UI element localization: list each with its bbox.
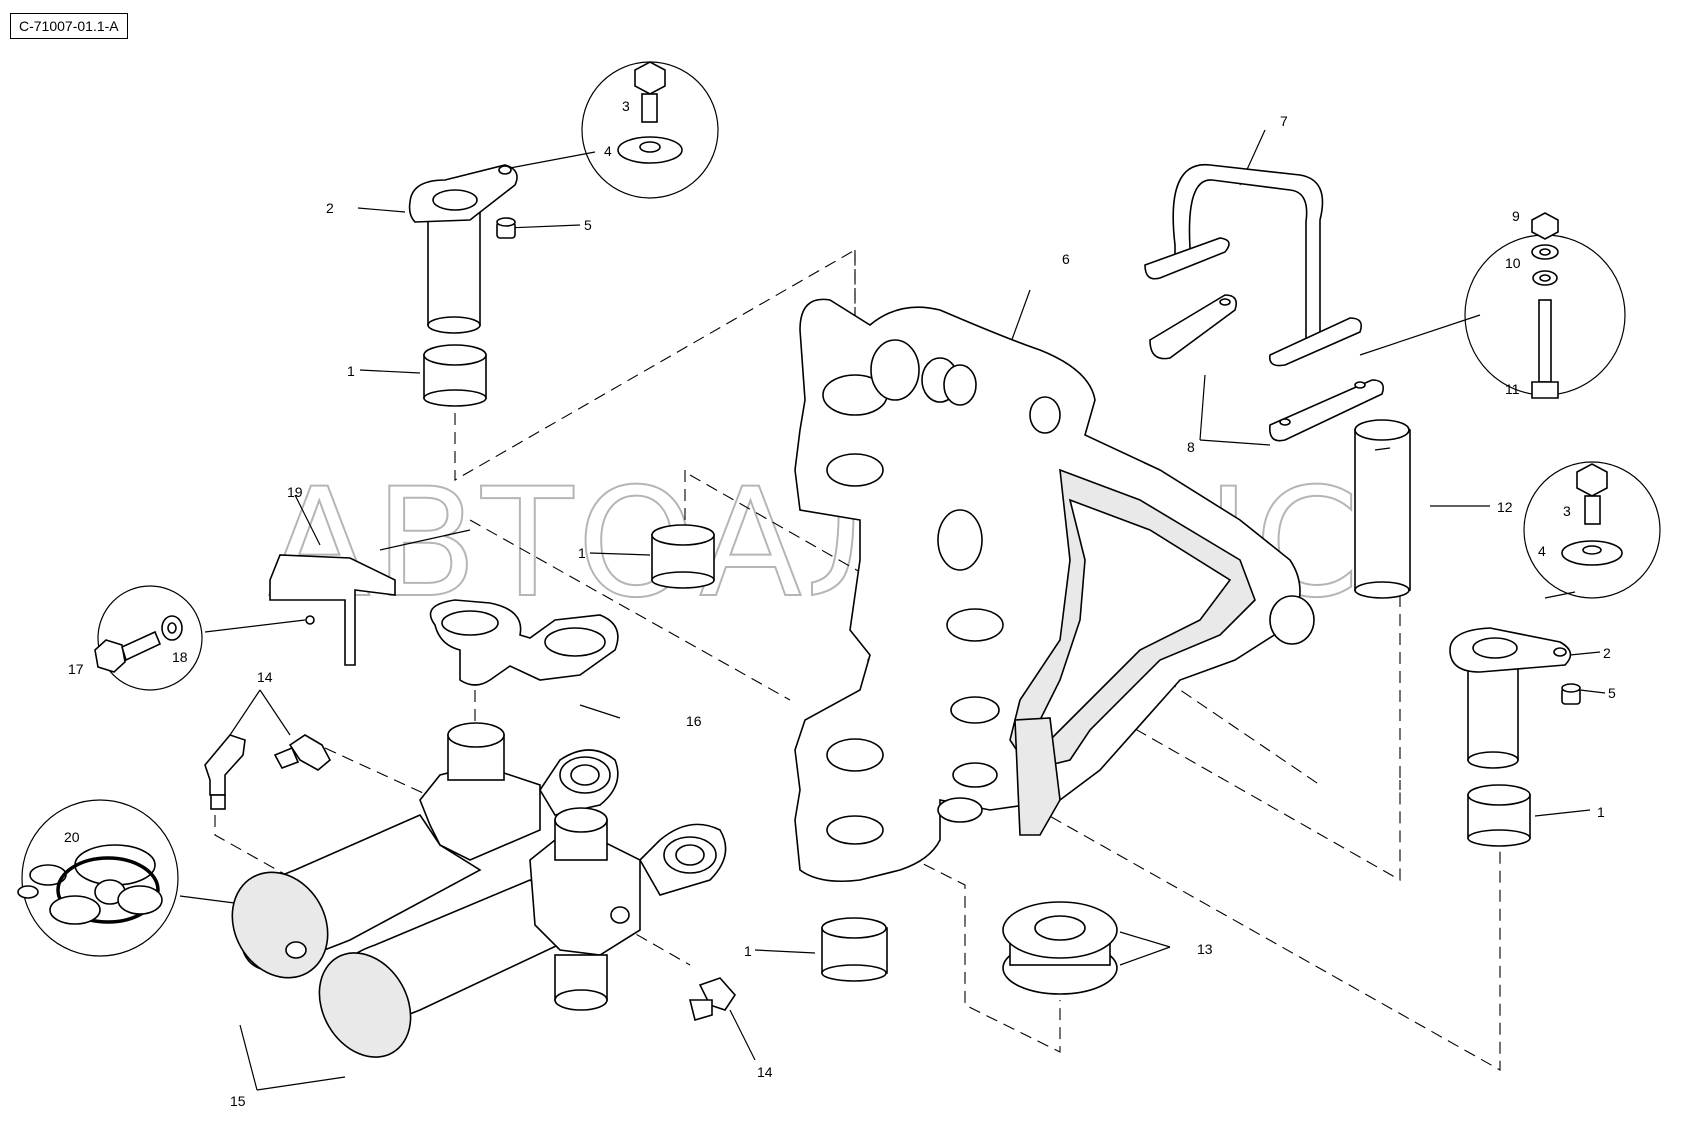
fitting-elbow-c — [688, 977, 737, 1022]
callout-14: 14 — [257, 669, 273, 685]
callout-14: 14 — [757, 1064, 773, 1080]
callout-1: 1 — [1597, 804, 1605, 820]
callout-12: 12 — [1497, 499, 1513, 515]
callout-10: 10 — [1505, 255, 1521, 271]
callout-15: 15 — [230, 1093, 246, 1109]
nut-right — [1561, 683, 1581, 705]
washer-right — [1561, 540, 1623, 566]
bracket-upper — [1149, 294, 1238, 360]
callout-4: 4 — [604, 143, 612, 159]
callout-13: 13 — [1197, 941, 1213, 957]
cylinder-front — [318, 807, 727, 1058]
callout-1: 1 — [578, 545, 586, 561]
bolt-top-left — [634, 61, 666, 123]
pin-top-left — [408, 164, 518, 334]
callout-2: 2 — [326, 200, 334, 216]
callout-17: 17 — [68, 661, 84, 677]
callout-2: 2 — [1603, 645, 1611, 661]
callout-labels: 1 1 1 1 2 2 3 3 4 4 5 5 6 7 8 9 10 11 12… — [64, 98, 1616, 1109]
bushing-bottom — [821, 917, 888, 982]
callout-9: 9 — [1512, 208, 1520, 224]
bushing-right — [1467, 784, 1531, 847]
callout-3: 3 — [1563, 503, 1571, 519]
callout-16: 16 — [686, 713, 702, 729]
callout-7: 7 — [1280, 113, 1288, 129]
bushing-top-left — [423, 344, 487, 407]
seal-kit — [17, 844, 163, 925]
bushing-center — [651, 524, 715, 589]
bolt-right — [1576, 463, 1608, 525]
bolt-left — [94, 630, 162, 673]
washer-top-left — [617, 136, 683, 164]
pin-right — [1449, 627, 1572, 769]
callout-4: 4 — [1538, 543, 1546, 559]
handle — [1144, 164, 1363, 367]
callout-18: 18 — [172, 649, 188, 665]
pin-long — [1354, 419, 1411, 599]
fitting-elbow-a — [204, 734, 246, 810]
detail-circle-bolt-left — [97, 585, 203, 691]
callout-8: 8 — [1187, 439, 1195, 455]
detail-circle-bolt-right — [1523, 461, 1661, 599]
fitting-elbow-b — [273, 734, 332, 771]
cylinder-rear — [231, 722, 619, 979]
drawing-code: C-71007-01.1-A — [10, 13, 128, 39]
callout-19: 19 — [287, 484, 303, 500]
nut-set — [1531, 212, 1559, 286]
callout-5: 5 — [584, 217, 592, 233]
washer-left — [161, 615, 183, 641]
callout-1: 1 — [744, 943, 752, 959]
main-frame — [794, 298, 1315, 883]
callout-3: 3 — [622, 98, 630, 114]
detail-circle-seal-kit — [21, 799, 179, 957]
bracket-small — [269, 554, 396, 666]
callout-5: 5 — [1608, 685, 1616, 701]
nut-top-left — [496, 217, 516, 239]
damper — [1002, 901, 1118, 995]
callout-6: 6 — [1062, 251, 1070, 267]
bracket-lower — [1268, 379, 1385, 442]
callout-1: 1 — [347, 363, 355, 379]
callout-11: 11 — [1505, 381, 1520, 397]
long-bolt — [1531, 299, 1559, 399]
mounting-plate — [429, 599, 619, 686]
leader-lines — [179, 129, 1606, 1091]
callout-20: 20 — [64, 829, 80, 845]
